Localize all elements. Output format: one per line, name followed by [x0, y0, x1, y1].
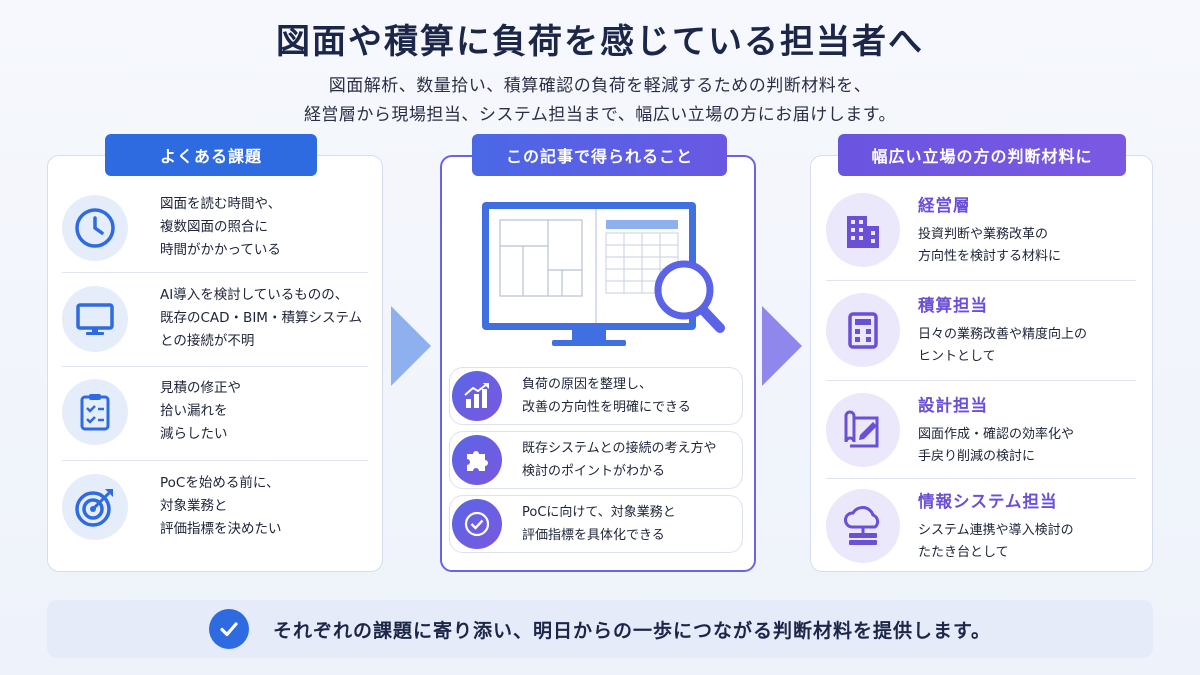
benefit-line: 検討のポイントがわかる — [522, 464, 666, 479]
challenge-line: PoCを始める前に、 — [160, 475, 280, 491]
challenge-line: 減らしたい — [160, 426, 228, 442]
subtitle-line-2: 経営層から現場担当、システム担当まで、幅広い立場の方にお届けします。 — [303, 105, 897, 125]
challenge-item: AI導入を検討しているものの、 既存のCAD・BIM・積算システム との接続が不… — [62, 284, 368, 353]
check-circle-icon — [452, 499, 502, 549]
challenge-line: 図面を読む時間や、 — [160, 196, 282, 212]
benefit-item: 既存システムとの接続の考え方や 検討のポイントがわかる — [449, 431, 743, 489]
audience-line: たたき台として — [918, 545, 1009, 560]
puzzle-icon — [452, 435, 502, 485]
check-icon — [208, 609, 249, 649]
audience-line: 投資判断や業務改革の — [918, 227, 1049, 242]
monitor-drawing-magnifier-icon — [482, 202, 725, 346]
audience-line: システム連携や導入検討の — [918, 523, 1074, 538]
page-title: 図面や積算に負荷を感じている担当者へ — [276, 22, 924, 62]
blueprint-pencil-icon — [826, 393, 900, 467]
challenge-line: 見積の修正や — [160, 380, 241, 396]
footer-banner: それぞれの課題に寄り添い、明日からの一歩につながる判断材料を提供します。 — [47, 600, 1153, 658]
audience-item-executives: 経営層 投資判断や業務改革の 方向性を検討する材料に — [826, 192, 1140, 268]
divider — [826, 280, 1136, 281]
challenge-line: 複数図面の照合に — [160, 219, 268, 235]
challenge-line: 評価指標を決めたい — [160, 521, 282, 537]
benefit-line: 改善の方向性を明確にできる — [522, 400, 691, 415]
subtitle-line-1: 図面解析、数量拾い、積算確認の負荷を軽減するための判断材料を、 — [328, 76, 872, 96]
arrow-right-icon — [762, 306, 802, 386]
challenge-line: 対象業務と — [160, 498, 228, 514]
building-icon — [826, 193, 900, 267]
audience-title: 積算担当 — [918, 296, 988, 315]
clipboard-checklist-icon — [62, 378, 128, 445]
footer-message: それぞれの課題に寄り添い、明日からの一歩につながる判断材料を提供します。 — [272, 619, 992, 642]
challenge-line: との接続が不明 — [160, 333, 255, 349]
target-icon — [62, 473, 128, 540]
divider — [62, 366, 368, 367]
audience-line: 図面作成・確認の効率化や — [918, 427, 1075, 442]
challenge-item: 見積の修正や 拾い漏れを 減らしたい — [62, 377, 368, 446]
benefit-item: 負荷の原因を整理し、 改善の方向性を明確にできる — [449, 367, 743, 425]
divider — [826, 380, 1136, 381]
divider — [826, 478, 1136, 479]
challenge-line: 既存のCAD・BIM・積算システム — [160, 310, 363, 326]
page-subtitle: 図面解析、数量拾い、積算確認の負荷を軽減するための判断材料を、 経営層から現場担… — [0, 72, 1200, 130]
cloud-server-icon — [826, 489, 900, 563]
challenge-item: 図面を読む時間や、 複数図面の照合に 時間がかかっている — [62, 193, 368, 262]
audience-heading: 幅広い立場の方の判断材料に — [838, 134, 1126, 176]
audience-line: 方向性を検討する材料に — [918, 249, 1062, 264]
divider — [62, 272, 368, 273]
audience-item-it: 情報システム担当 システム連携や導入検討の たたき台として — [826, 488, 1140, 564]
challenge-line: 拾い漏れを — [160, 403, 228, 419]
audience-title: 設計担当 — [918, 396, 988, 415]
audience-item-designers: 設計担当 図面作成・確認の効率化や 手戻り削減の検討に — [826, 392, 1140, 468]
divider — [62, 460, 368, 461]
benefit-line: PoCに向けて、対象業務と — [522, 505, 676, 520]
benefit-line: 評価指標を具体化できる — [522, 528, 665, 543]
challenge-line: 時間がかかっている — [160, 242, 281, 258]
audience-line: 手戻り削減の検討に — [918, 449, 1036, 464]
arrow-right-icon — [391, 306, 431, 386]
audience-title: 経営層 — [918, 196, 971, 215]
audience-item-estimators: 積算担当 日々の業務改善や精度向上の ヒントとして — [826, 292, 1140, 368]
audience-title: 情報システム担当 — [918, 492, 1058, 511]
challenge-line: AI導入を検討しているものの、 — [160, 287, 349, 303]
audience-line: 日々の業務改善や精度向上の — [918, 327, 1088, 342]
clock-icon — [62, 194, 128, 261]
benefits-heading: この記事で得られること — [472, 134, 727, 176]
benefit-item: PoCに向けて、対象業務と 評価指標を具体化できる — [449, 495, 743, 553]
audience-line: ヒントとして — [918, 349, 996, 364]
benefit-line: 負荷の原因を整理し、 — [522, 377, 653, 392]
growth-chart-icon — [452, 371, 502, 421]
monitor-icon — [62, 285, 128, 352]
challenge-item: PoCを始める前に、 対象業務と 評価指標を決めたい — [62, 472, 368, 541]
calculator-icon — [826, 293, 900, 367]
challenges-heading: よくある課題 — [105, 134, 317, 176]
benefit-line: 既存システムとの接続の考え方や — [522, 441, 717, 456]
